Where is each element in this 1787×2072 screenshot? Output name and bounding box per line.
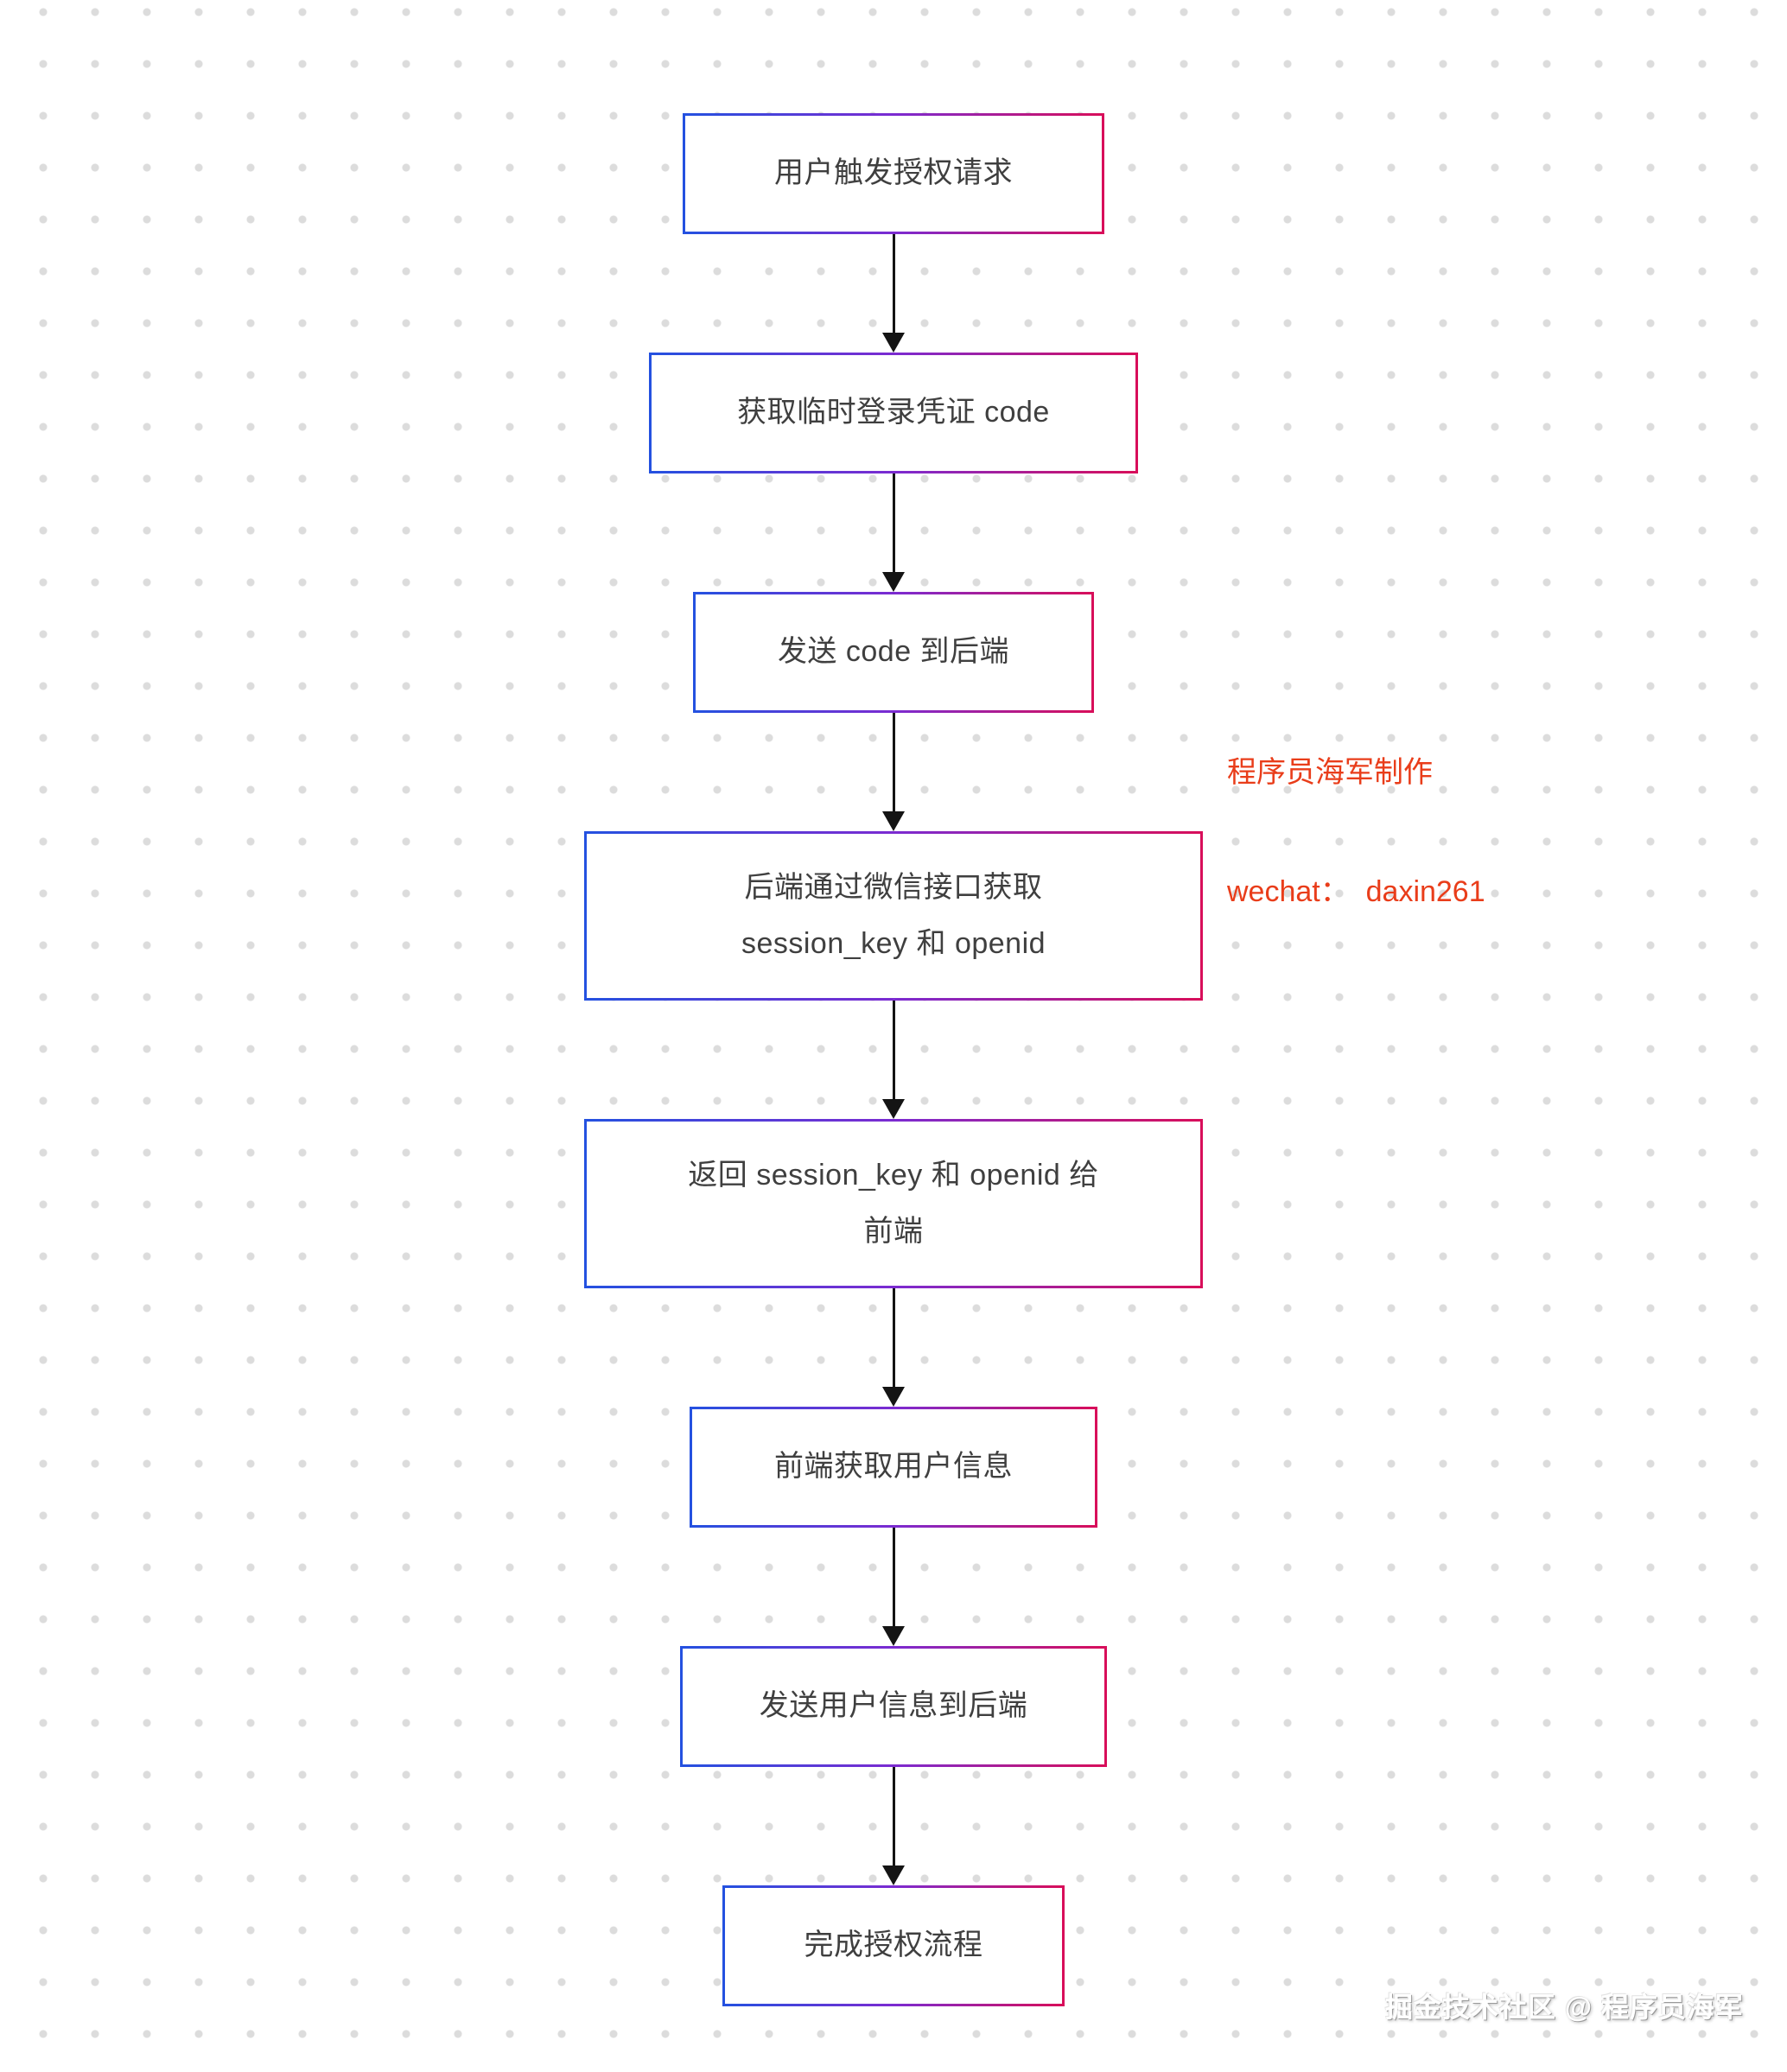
flow-node-send-code: 发送 code 到后端 — [693, 592, 1094, 713]
arrow-line — [892, 474, 895, 573]
arrowhead-down-icon — [882, 811, 905, 831]
arrow-line — [892, 234, 895, 334]
author-annotation-line1: 程序员海军制作 — [1227, 756, 1433, 789]
flow-arrow — [876, 1528, 911, 1646]
arrow-line — [892, 1767, 895, 1866]
flow-arrow — [876, 1001, 911, 1119]
flow-node-label: 发送 code 到后端 — [777, 635, 1010, 669]
flow-arrow — [876, 234, 911, 353]
flow-node-send-userinfo: 发送用户信息到后端 — [680, 1646, 1107, 1767]
flow-arrow — [876, 1288, 911, 1407]
flow-node-label: 返回 session_key 和 openid 给 前端 — [688, 1158, 1099, 1248]
arrowhead-down-icon — [882, 1626, 905, 1646]
flow-node-backend-wechat-api: 后端通过微信接口获取 session_key 和 openid — [584, 831, 1203, 1001]
flow-node-label: 后端通过微信接口获取 session_key 和 openid — [741, 870, 1046, 960]
arrowhead-down-icon — [882, 572, 905, 592]
flowchart: 用户触发授权请求 获取临时登录凭证 code 发送 code 到后端 后端通过微… — [0, 113, 1787, 2006]
flow-arrow — [876, 1767, 911, 1885]
flow-node-label: 前端获取用户信息 — [774, 1450, 1013, 1484]
arrow-line — [892, 713, 895, 812]
arrow-line — [892, 1288, 895, 1388]
author-annotation: 程序员海军制作 wechat： daxin261 — [1227, 673, 1485, 991]
watermark: 掘金技术社区 @ 程序员海军 — [1385, 1992, 1744, 2023]
flow-arrow — [876, 474, 911, 592]
flow-node-get-code: 获取临时登录凭证 code — [649, 353, 1138, 474]
arrowhead-down-icon — [882, 1387, 905, 1407]
flow-node-trigger-auth: 用户触发授权请求 — [683, 113, 1104, 234]
flow-arrow — [876, 713, 911, 831]
flow-node-complete-auth: 完成授权流程 — [722, 1885, 1065, 2006]
flow-node-return-session: 返回 session_key 和 openid 给 前端 — [584, 1119, 1203, 1288]
flow-node-frontend-userinfo: 前端获取用户信息 — [690, 1407, 1097, 1528]
arrow-line — [892, 1528, 895, 1627]
arrowhead-down-icon — [882, 1865, 905, 1885]
author-annotation-line2: wechat： daxin261 — [1227, 875, 1485, 908]
flow-node-label: 用户触发授权请求 — [774, 156, 1013, 190]
flow-node-label: 发送用户信息到后端 — [759, 1689, 1028, 1723]
flow-node-label: 完成授权流程 — [804, 1929, 983, 1962]
arrowhead-down-icon — [882, 1099, 905, 1119]
arrow-line — [892, 1001, 895, 1100]
flow-node-label: 获取临时登录凭证 code — [737, 396, 1050, 429]
arrowhead-down-icon — [882, 333, 905, 353]
